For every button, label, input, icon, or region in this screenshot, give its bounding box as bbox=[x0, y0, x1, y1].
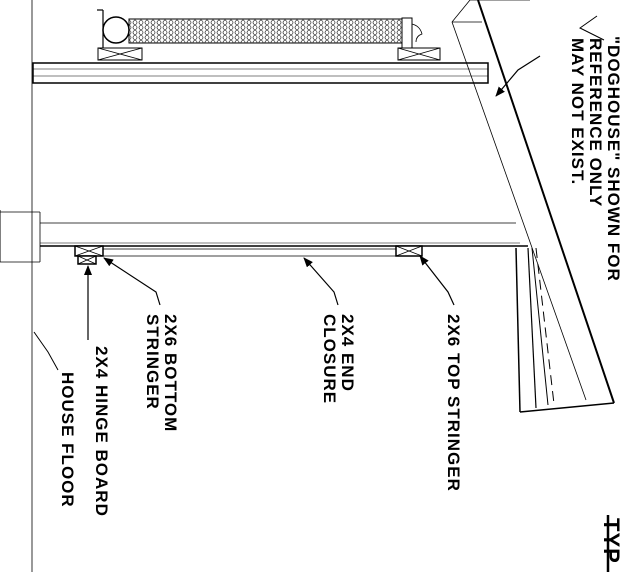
bottom-stringer-block bbox=[74, 245, 104, 257]
house-floor-label: HOUSE FLOOR bbox=[58, 372, 77, 508]
end-closure-label-line1: 2X4 END bbox=[338, 314, 357, 392]
floor-deck bbox=[40, 222, 528, 257]
doghouse-outline bbox=[451, 0, 587, 401]
bottom-stringer-label-line2: STRINGER bbox=[143, 314, 162, 410]
top-stringer-label: 2X6 TOP STRINGER bbox=[444, 314, 463, 492]
top-stringer-block bbox=[395, 245, 423, 257]
doghouse-note-line2: REFERENCE ONLY bbox=[586, 38, 605, 207]
leaders bbox=[33, 55, 541, 371]
torsion-spring bbox=[128, 18, 403, 44]
bottom-stringer-label-line1: 2X6 BOTTOM bbox=[161, 314, 180, 432]
torsion-drum bbox=[102, 16, 130, 44]
ridge-beam bbox=[32, 62, 489, 84]
hinge-board-block bbox=[77, 255, 97, 265]
typ-label: TYP bbox=[599, 518, 624, 564]
hinge-board-label: 2X4 HINGE BOARD bbox=[92, 346, 111, 517]
doghouse-note-line1: "DOGHOUSE" SHOWN FOR bbox=[604, 36, 623, 282]
upper-assembly bbox=[32, 9, 489, 84]
doghouse-note-line3: MAY NOT EXIST. bbox=[568, 38, 587, 185]
house-wall bbox=[0, 0, 41, 572]
end-closure-label-line2: CLOSURE bbox=[320, 314, 339, 404]
wall-studs bbox=[515, 247, 555, 413]
roof-line bbox=[477, 0, 615, 404]
